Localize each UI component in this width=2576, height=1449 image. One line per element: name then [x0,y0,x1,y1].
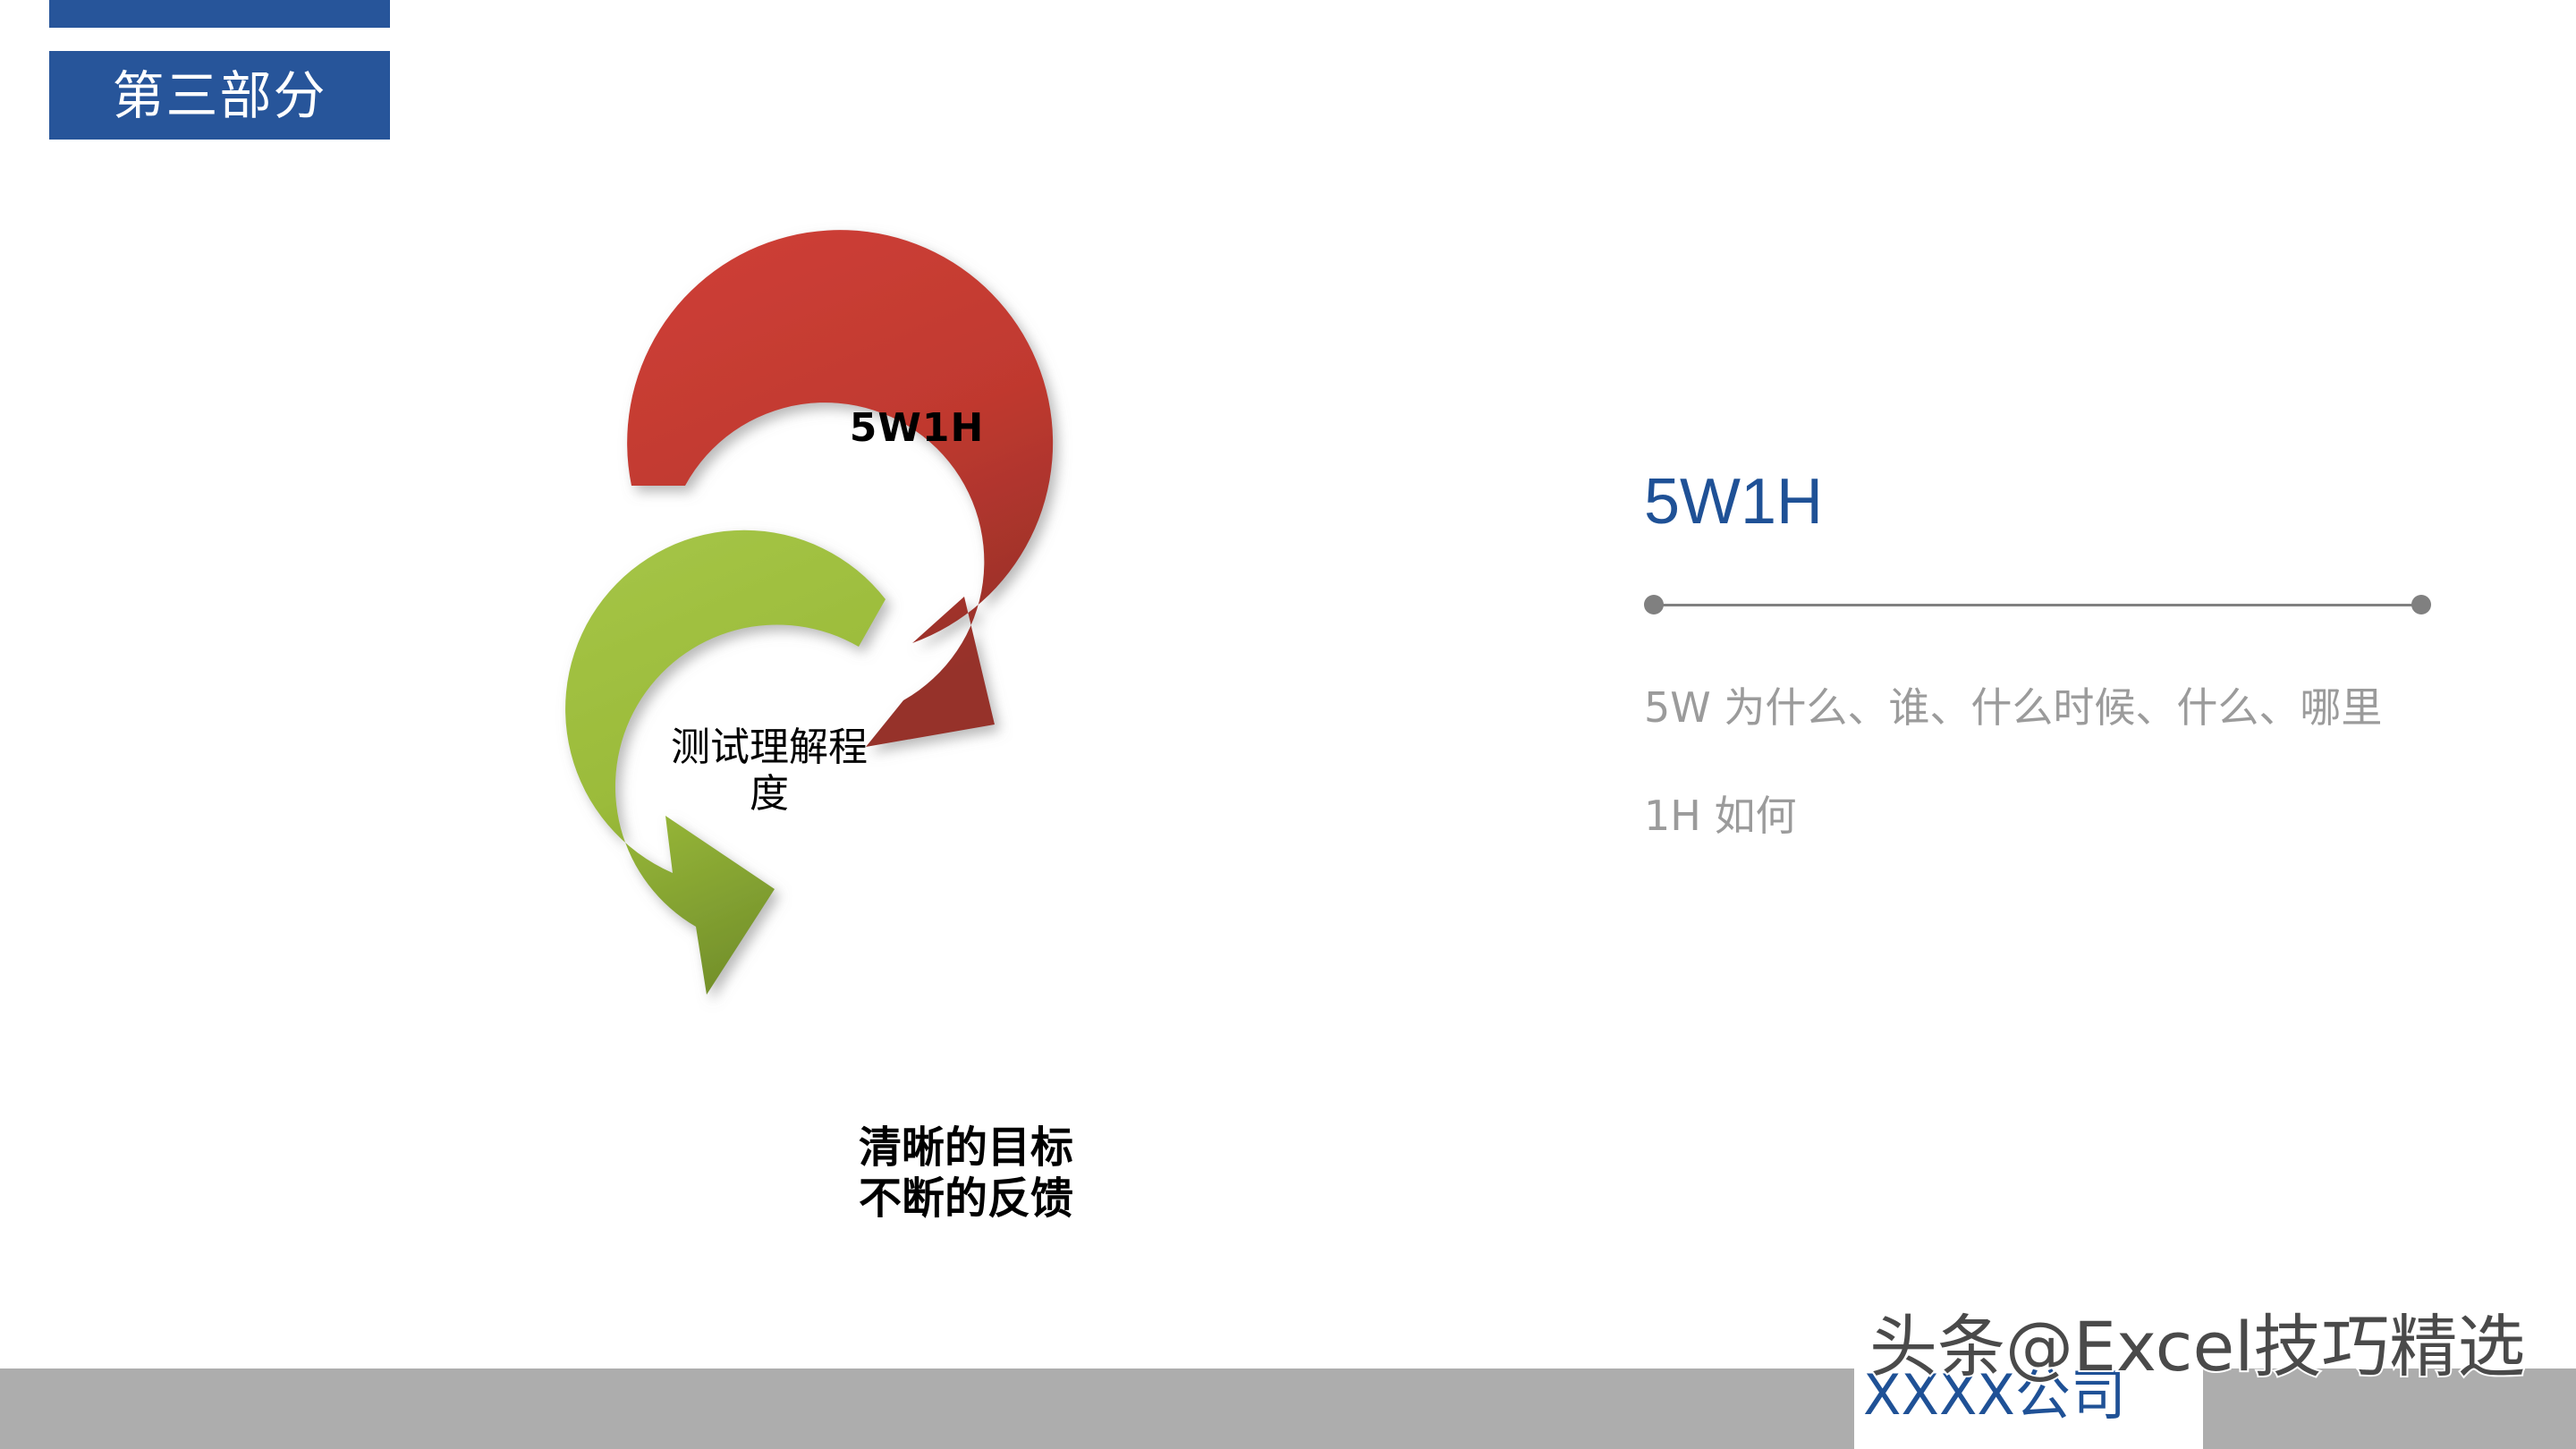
footer-company-label: XXXX公司 [1863,1362,2126,1428]
footer-company-box: XXXX公司 [1854,1342,2203,1449]
diagram-arc-red [627,230,1054,747]
diagram-label-red: 5W1H [849,405,985,451]
diagram-arc-purple [492,890,707,1318]
section-header-label: 第三部分 [112,64,327,126]
panel-divider [1644,595,2431,614]
divider-dot-right [2411,595,2431,614]
watermark-text: 头条@Excel技巧精选 [1868,1307,2527,1386]
panel-title: 5W1H [1644,466,1824,538]
section-header-badge: 第三部分 [49,51,390,140]
diagram-arc-green [565,530,886,995]
content-panel: 5W1H 5W 为什么、谁、什么时候、什么、哪里 1H 如何 [1644,470,2431,846]
panel-paragraph-5w: 5W 为什么、谁、什么时候、什么、哪里 [1644,683,2383,732]
cycle-diagram: 5W1H 测试理解程 度 清晰的目标 不断的反馈 [438,152,1208,1342]
section-header-top-bar [49,0,390,28]
panel-paragraph-1h: 1H 如何 [1644,792,1797,841]
panel-body: 5W 为什么、谁、什么时候、什么、哪里 1H 如何 [1644,679,2431,846]
diagram-label-purple: 清晰的目标 不断的反馈 [858,1123,1073,1224]
diagram-label-green: 测试理解程 度 [671,724,868,817]
divider-line [1654,604,2421,606]
